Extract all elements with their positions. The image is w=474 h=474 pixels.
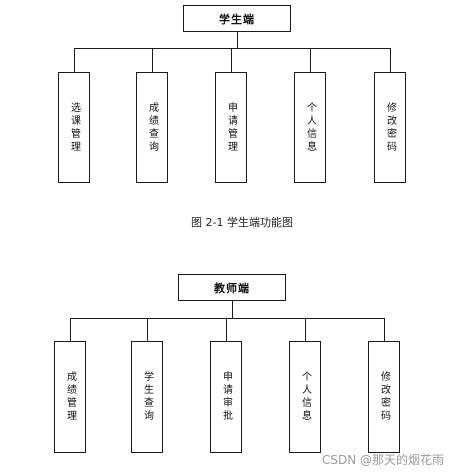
child-node-label: 修改密码 [384, 101, 396, 154]
child-node-change-password: 修改密码 [374, 72, 406, 183]
child-node-application-approval: 申请审批 [210, 341, 242, 453]
child-node-label: 学生查询 [141, 371, 153, 423]
connector-line-child [152, 48, 153, 72]
root-node-teacher: 教师端 [178, 274, 286, 301]
child-node-label: 修改密码 [378, 371, 390, 423]
connector-line-child [70, 318, 71, 341]
connector-line-child [310, 48, 311, 72]
connector-line-child [226, 318, 227, 341]
connector-line-root [232, 301, 233, 318]
child-node-application-management: 申请管理 [215, 72, 247, 183]
connector-line-horizontal [70, 318, 384, 319]
child-node-label: 成绩管理 [64, 371, 76, 423]
connector-line-root [237, 32, 238, 48]
figure-caption: 图 2-1 学生端功能图 [191, 216, 293, 229]
connector-line-horizontal [74, 48, 391, 49]
root-node-label: 学生端 [219, 12, 255, 26]
connector-line-child [384, 318, 385, 341]
child-node-grade-query: 成绩查询 [136, 72, 168, 183]
child-node-personal-info: 个人信息 [289, 341, 321, 453]
child-node-label: 个人信息 [304, 101, 316, 154]
child-node-course-selection: 选课管理 [58, 72, 90, 183]
connector-line-child [390, 48, 391, 72]
child-node-label: 选课管理 [68, 101, 80, 154]
root-node-label: 教师端 [214, 281, 250, 295]
root-node-student: 学生端 [183, 5, 291, 32]
connector-line-child [305, 318, 306, 341]
watermark: CSDN @那天的烟花雨 [322, 453, 445, 467]
child-node-label: 申请审批 [220, 371, 232, 423]
child-node-student-query: 学生查询 [131, 341, 163, 453]
child-node-label: 成绩查询 [146, 101, 158, 154]
child-node-label: 申请管理 [225, 101, 237, 154]
connector-line-child [74, 48, 75, 72]
child-node-change-password: 修改密码 [368, 341, 400, 453]
connector-line-child [147, 318, 148, 341]
connector-line-child [231, 48, 232, 72]
child-node-grade-management: 成绩管理 [54, 341, 86, 453]
child-node-personal-info: 个人信息 [294, 72, 326, 183]
child-node-label: 个人信息 [299, 371, 311, 423]
